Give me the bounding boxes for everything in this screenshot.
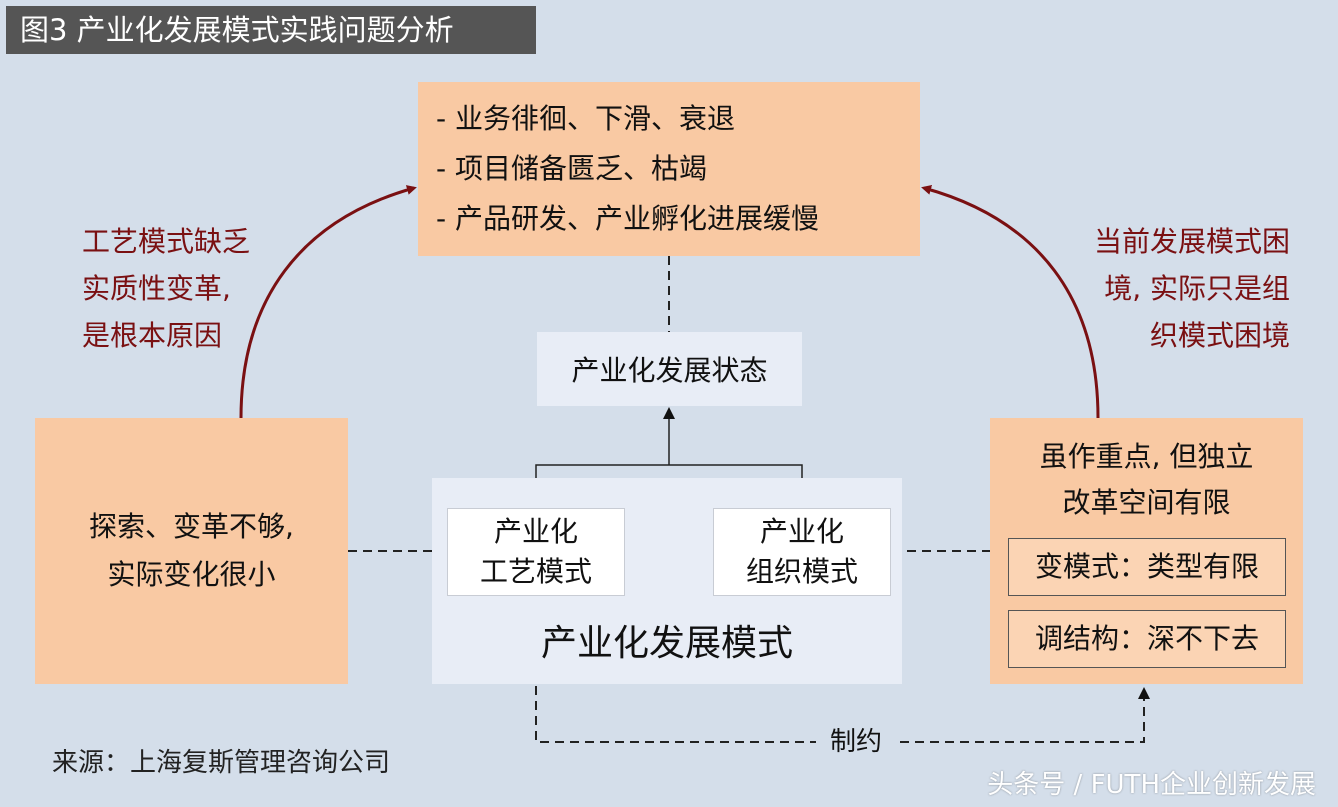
left-curved-arrow bbox=[239, 185, 417, 419]
limited-reform-box: 虽作重点, 但独立 改革空间有限 变模式：类型有限 调结构：深不下去 bbox=[990, 418, 1303, 684]
outcome-line-2: - 项目储备匮乏、枯竭 bbox=[436, 152, 708, 185]
outcome-line-1: - 业务徘徊、下滑、衰退 bbox=[436, 102, 736, 135]
organization-mode-box: 产业化 组织模式 bbox=[713, 508, 891, 596]
development-mode-label: 产业化发展模式 bbox=[540, 623, 793, 664]
organization-mode-line-1: 产业化 bbox=[759, 515, 844, 548]
insufficient-reform-line-1: 探索、变革不够, bbox=[89, 510, 294, 543]
development-state-box: 产业化发展状态 bbox=[537, 332, 802, 406]
source-note: 来源：上海复斯管理咨询公司 bbox=[52, 748, 391, 778]
process-mode-line-2: 工艺模式 bbox=[479, 555, 592, 588]
right-annotation-line-3: 织模式困境 bbox=[1149, 319, 1290, 352]
constraint-label: 制约 bbox=[816, 722, 897, 762]
organization-mode-line-2: 组织模式 bbox=[745, 555, 858, 588]
insufficient-reform-box: 探索、变革不够, 实际变化很小 bbox=[35, 418, 348, 684]
outcome-box: - 业务徘徊、下滑、衰退 - 项目储备匮乏、枯竭 - 产品研发、产业孵化进展缓慢 bbox=[418, 82, 920, 256]
right-curved-arrow bbox=[921, 185, 1100, 419]
left-annotation-line-3: 是根本原因 bbox=[82, 319, 223, 352]
adjust-structure-item: 调结构：深不下去 bbox=[1008, 610, 1286, 668]
outcome-line-3: - 产品研发、产业孵化进展缓慢 bbox=[436, 202, 820, 235]
left-annotation-line-1: 工艺模式缺乏 bbox=[82, 225, 251, 258]
limited-reform-line-2: 改革空间有限 bbox=[1062, 486, 1231, 519]
right-annotation-line-2: 境, 实际只是组 bbox=[1104, 272, 1290, 305]
process-mode-box: 产业化 工艺模式 bbox=[447, 508, 625, 596]
limited-reform-line-1: 虽作重点, 但独立 bbox=[1039, 440, 1254, 473]
insufficient-reform-line-2: 实际变化很小 bbox=[107, 558, 276, 591]
development-state-label: 产业化发展状态 bbox=[571, 354, 768, 387]
left-annotation-line-2: 实质性变革, bbox=[82, 272, 231, 305]
process-mode-line-1: 产业化 bbox=[493, 515, 578, 548]
figure-title: 图3 产业化发展模式实践问题分析 bbox=[6, 6, 536, 54]
change-mode-item: 变模式：类型有限 bbox=[1008, 538, 1286, 596]
right-annotation-line-1: 当前发展模式困 bbox=[1093, 225, 1290, 258]
watermark: 头条号 / FUTH企业创新发展 bbox=[987, 770, 1316, 800]
